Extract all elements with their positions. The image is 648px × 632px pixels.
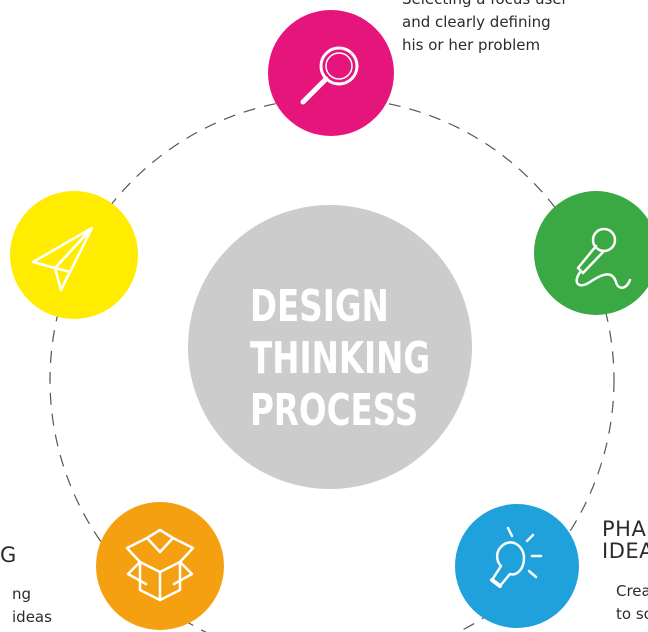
node-interview [534,191,648,315]
prototype-phase-line-end: G [0,543,17,567]
node-test [10,191,138,319]
node-define-circle [268,10,394,136]
node-prototype [96,502,224,630]
ideate-phase-line-2: IDEA [602,539,648,563]
define-description-line-1: Selecting a focus user [402,0,568,11]
prototype-description: ng ideas [0,583,52,629]
prototype-description-line-1: ng [12,585,32,603]
prototype-phase-label: G [0,544,17,566]
magnifying-glass-icon [300,46,359,105]
define-description-line-2: and clearly defining [402,13,551,31]
center-circle [188,205,472,489]
node-test-circle [10,191,138,319]
ideate-phase-label: PHA IDEA [602,518,648,562]
node-ideate [455,504,579,628]
prototype-description-line-2: ideas [12,608,52,626]
open-box-icon [125,528,195,602]
microphone-icon [575,227,632,289]
node-ideate-circle [455,504,579,628]
center-title-line-1: DESIGN [250,281,389,332]
center-title-line-3: PROCESS [250,385,419,436]
center-title-line-2: THINKING [250,333,431,384]
center-title: DESIGN THINKING PROCESS [250,281,431,437]
node-define [268,10,394,136]
define-description-line-3: his or her problem [402,36,541,54]
ideate-phase-line-1: PHA [602,517,647,541]
node-prototype-circle [96,502,224,630]
paper-plane-icon [31,226,94,292]
define-description: Selecting a focus user and clearly defin… [402,0,568,57]
ideate-description-line-2: to so [616,605,648,623]
lightbulb-icon [490,526,543,588]
